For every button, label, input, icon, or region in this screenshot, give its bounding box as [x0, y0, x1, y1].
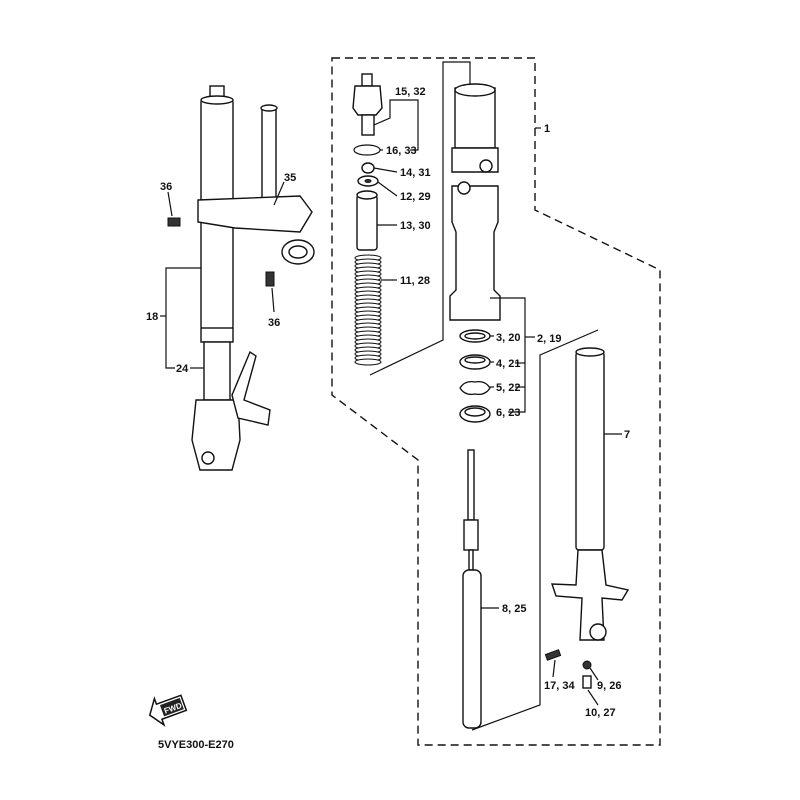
spring-coil: [354, 358, 382, 366]
callout-16-33: 16, 33: [386, 145, 417, 157]
callout-2-19: 2, 19: [537, 333, 561, 345]
callout-1: 1: [544, 123, 550, 135]
callout-36-top: 36: [160, 181, 172, 193]
fork-spring: [354, 254, 382, 366]
callout-11-28: 11, 28: [400, 275, 430, 287]
callout-7: 7: [624, 429, 630, 441]
assembled-fork: [167, 85, 315, 471]
callout-13-30: 13, 30: [400, 220, 431, 232]
callout-14-31: 14, 31: [400, 167, 431, 179]
callout-24: 24: [176, 363, 189, 375]
callout-6-23: 6, 23: [496, 407, 520, 419]
callout-36-bottom: 36: [268, 317, 280, 329]
callout-8-25: 8, 25: [502, 603, 526, 615]
callout-35: 35: [284, 172, 296, 184]
callout-18: 18: [146, 311, 158, 323]
fork-internals: [352, 73, 630, 729]
fwd-arrow-icon: FWD: [148, 694, 188, 727]
callout-4-21: 4, 21: [496, 358, 520, 370]
callout-15-32: 15, 32: [395, 86, 426, 98]
callout-labels: 15, 32 16, 33 14, 31 12, 29 13, 30 11, 2…: [146, 86, 630, 719]
callout-10-27: 10, 27: [585, 707, 616, 719]
callout-3-20: 3, 20: [496, 332, 520, 344]
callout-9-26: 9, 26: [597, 680, 621, 692]
diagram-code: 5VYE300-E270: [158, 739, 234, 751]
assembly-boundary: [331, 57, 661, 746]
callout-12-29: 12, 29: [400, 191, 431, 203]
leader-lines: [160, 61, 622, 731]
callout-5-22: 5, 22: [496, 382, 520, 394]
callout-17-34: 17, 34: [544, 680, 575, 692]
